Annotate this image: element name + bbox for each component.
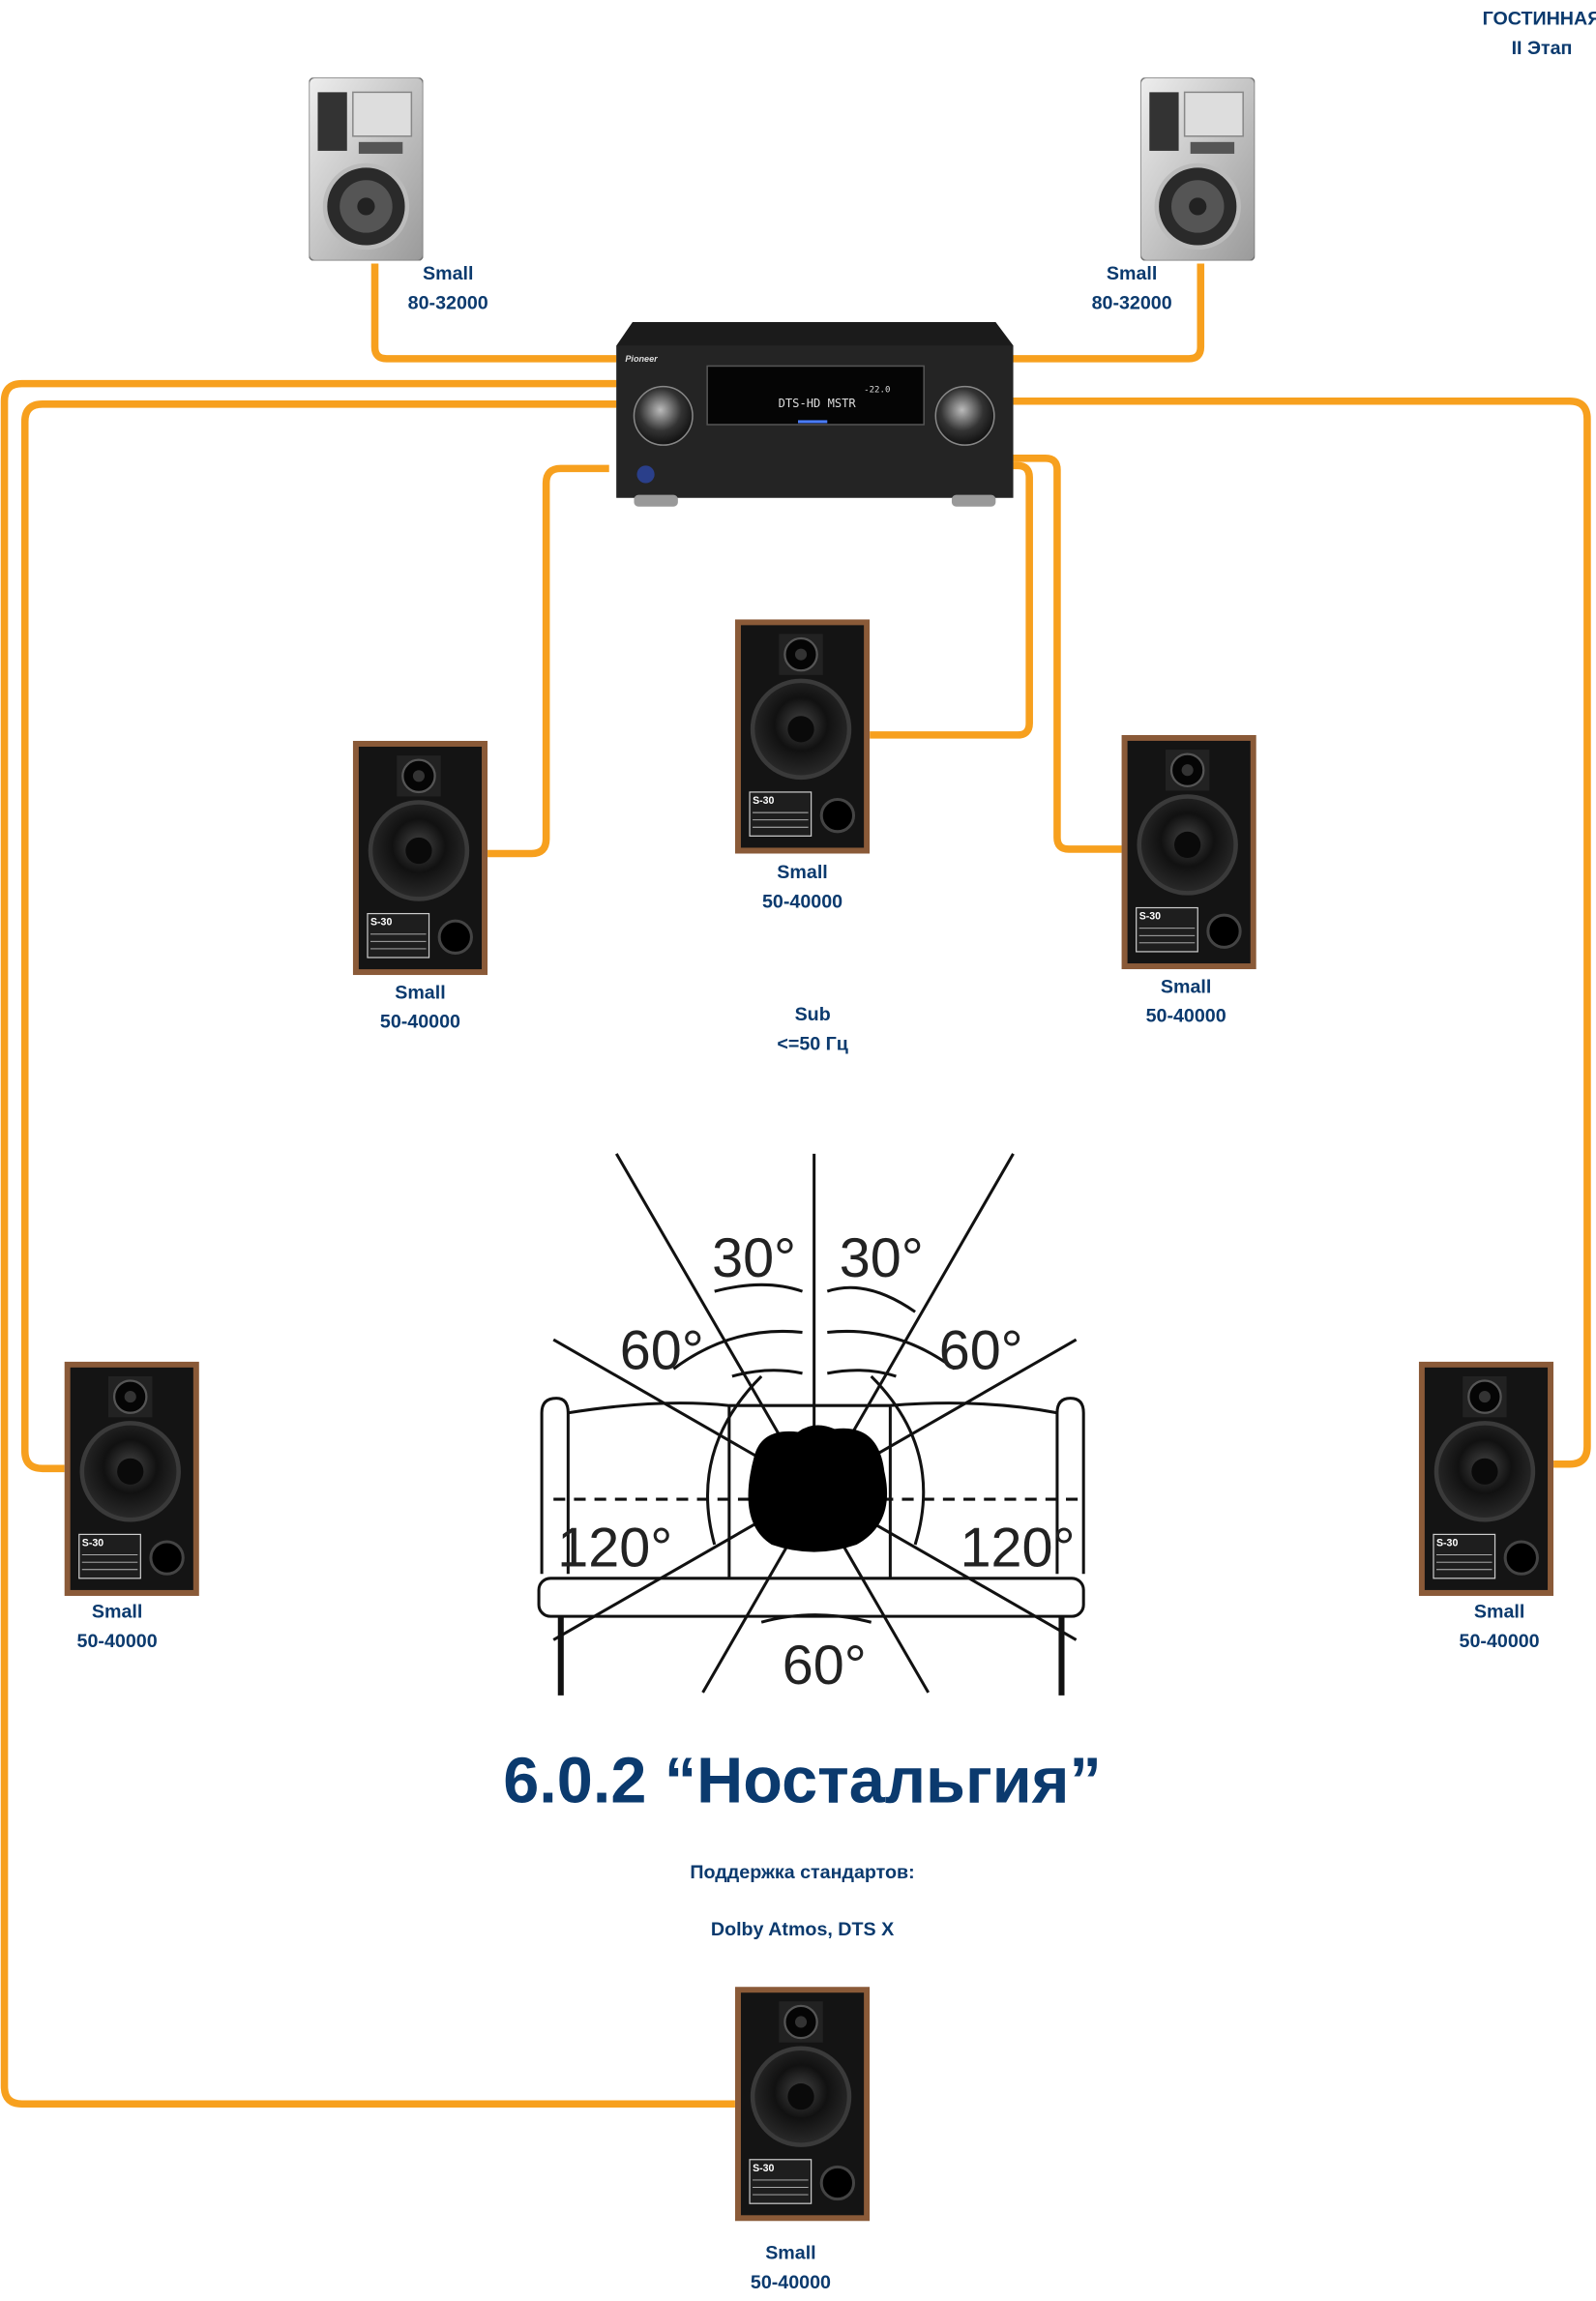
wire-front-top-left [370,263,617,363]
wire-front-right [1013,455,1122,853]
angle-label: 30° [840,1227,924,1289]
speaker-range: 80-32000 [408,292,488,313]
speaker-type: Small [1474,1602,1524,1623]
sub-label: Sub [795,1004,831,1025]
sub-range: <=50 Гц [777,1033,848,1054]
speaker-surround-left [65,1362,199,1596]
speaker-type: Small [765,2243,815,2264]
speaker-rear [735,1987,870,2221]
speaker-type: Small [777,862,827,883]
angle-label: 30° [712,1227,796,1289]
angle-label: 120° [961,1518,1076,1579]
room-title: ГОСТИННАЯ [1483,9,1596,30]
wire-front-left [488,464,609,858]
model-badge: S-30 [1436,1538,1458,1549]
listener-head-icon [748,1425,888,1552]
speaker-range: 50-40000 [1146,1006,1227,1027]
model-badge: S-30 [753,795,774,807]
angle-label: 60° [939,1319,1023,1381]
speaker-range: 50-40000 [751,2272,831,2293]
angle-label: 120° [557,1518,672,1579]
speaker-surround-right [1419,1362,1553,1596]
angle-label: 60° [620,1319,704,1381]
power-icon [636,465,655,484]
speaker-type: Small [423,263,473,284]
speaker-type: Small [395,982,445,1003]
speaker-center [735,619,870,853]
speaker-front-top-left [309,77,423,260]
speaker-wires [0,263,1591,2109]
standards-list: Dolby Atmos, DTS X [711,1919,894,1940]
speaker-front-top-right [1140,77,1255,260]
receiver-volume: -22.0 [864,386,890,396]
speaker-front-left [353,741,488,975]
speaker-type: Small [1107,263,1157,284]
speaker-type: Small [1161,976,1211,997]
system-title: 6.0.2 “Ностальгия” [503,1745,1102,1816]
speaker-front-right [1122,735,1256,969]
model-badge: S-30 [370,917,392,929]
receiver-brand: Pioneer [625,354,658,364]
wire-surround-right [1013,397,1591,1468]
volume-knob [934,385,995,446]
av-receiver: Pioneer DTS-HD MSTR -22.0 [616,322,1014,507]
speaker-range: 50-40000 [380,1012,460,1033]
model-badge: S-30 [1139,911,1161,923]
model-badge: S-30 [753,2163,774,2174]
speaker-range: 50-40000 [762,892,842,913]
stage-label: II Этап [1512,38,1573,59]
angle-label: 60° [783,1635,867,1696]
wire-center [870,461,1033,739]
support-label: Поддержка стандартов: [690,1862,914,1883]
receiver-display: DTS-HD MSTR [779,397,857,410]
wire-surround-left [20,400,617,1473]
wire-front-top-right [1013,263,1205,363]
listening-angle-diagram: 30° 30° 60° 60° 120° 120° 60° [537,1153,1085,1696]
model-badge: S-30 [82,1538,103,1549]
speaker-type: Small [92,1602,142,1623]
input-selector-knob [633,385,694,446]
speaker-range: 80-32000 [1092,292,1172,313]
speaker-range: 50-40000 [77,1631,158,1652]
wire-rear [0,379,735,2109]
speaker-range: 50-40000 [1460,1631,1540,1652]
